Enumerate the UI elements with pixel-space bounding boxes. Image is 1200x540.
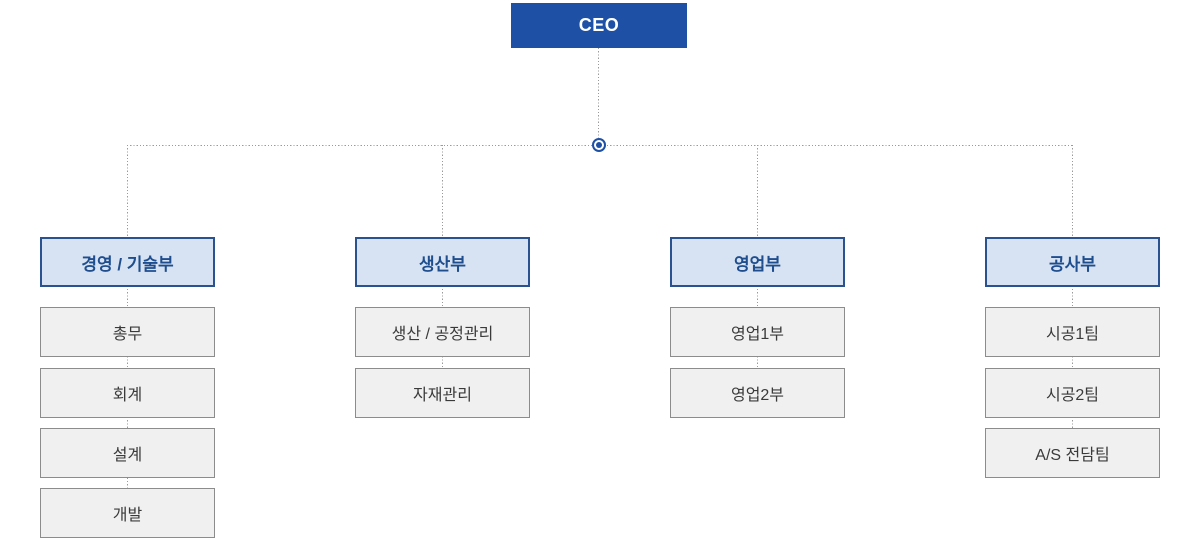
department-header: 공사부: [985, 237, 1160, 287]
department-header: 경영 / 기술부: [40, 237, 215, 287]
unit-node: 설계: [40, 428, 215, 478]
unit-node: 생산 / 공정관리: [355, 307, 530, 357]
junction-circle-icon: [592, 138, 606, 152]
unit-node: A/S 전담팀: [985, 428, 1160, 478]
unit-node: 총무: [40, 307, 215, 357]
unit-node: 시공2팀: [985, 368, 1160, 418]
unit-node: 시공1팀: [985, 307, 1160, 357]
connector-ceo-vertical-line: [598, 48, 599, 138]
junction-dot-icon: [596, 142, 602, 148]
unit-node: 자재관리: [355, 368, 530, 418]
ceo-node: CEO: [511, 3, 687, 48]
department-header: 생산부: [355, 237, 530, 287]
unit-node: 회계: [40, 368, 215, 418]
unit-node: 영업1부: [670, 307, 845, 357]
unit-node: 개발: [40, 488, 215, 538]
department-header: 영업부: [670, 237, 845, 287]
unit-node: 영업2부: [670, 368, 845, 418]
connector-column4-vertical-line: [1072, 145, 1073, 435]
